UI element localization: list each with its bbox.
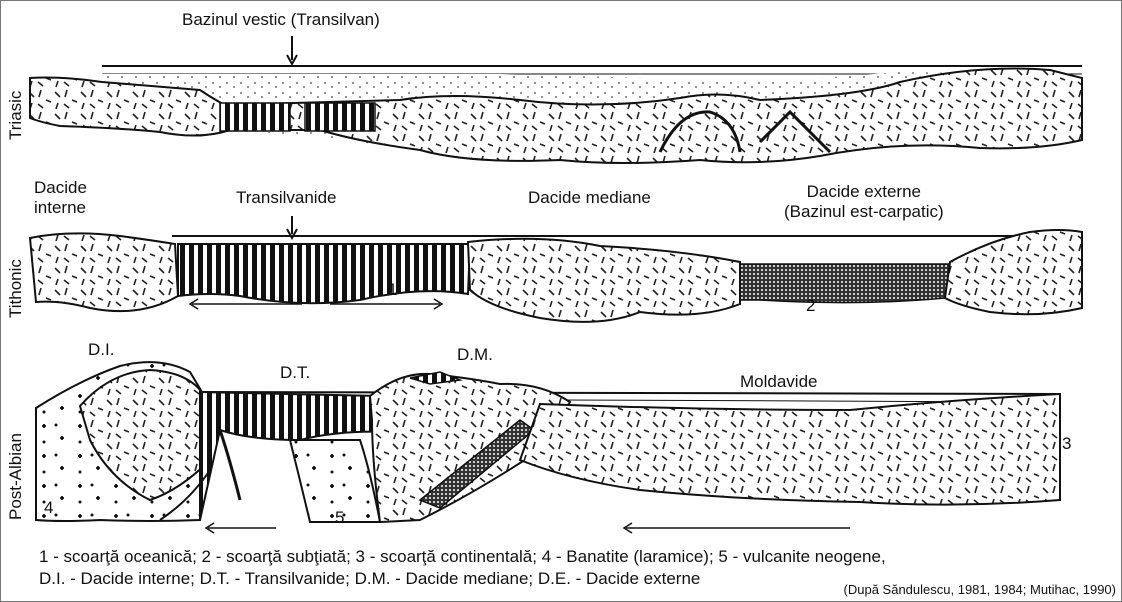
label-dt: D.T. [280, 363, 310, 383]
period-label-triasic: Triasic [6, 91, 26, 140]
period-label-tithonic: Tithonic [6, 259, 26, 318]
legend-line-1: 1 - scoarţă oceanică; 2 - scoarţă subţia… [39, 547, 886, 567]
triasic-section [30, 36, 1082, 163]
post-albian-section [36, 362, 1060, 533]
label-dacide-externe: Dacide externe (Bazinul est-carpatic) [784, 182, 944, 222]
label-di: D.I. [88, 340, 114, 360]
legend-line-2: D.I. - Dacide interne; D.T. - Transilvan… [39, 569, 700, 589]
label-transilvanide: Transilvanide [236, 188, 336, 208]
label-dm: D.M. [457, 345, 493, 365]
label-dacide-interne: Dacide interne [34, 178, 87, 218]
marker-3: 3 [1062, 434, 1071, 454]
label-moldavide: Moldavide [740, 372, 818, 392]
label-bazinul-vestic: Bazinul vestic (Transilvan) [182, 10, 380, 30]
source-credit: (După Săndulescu, 1981, 1984; Mutihac, 1… [844, 582, 1116, 597]
label-dacide-mediane: Dacide mediane [528, 188, 651, 208]
marker-5: 5 [335, 508, 344, 528]
period-label-post-albian: Post-Albian [6, 433, 26, 520]
marker-2: 2 [806, 296, 815, 316]
marker-1: 1 [388, 280, 397, 300]
marker-4: 4 [44, 498, 53, 518]
tithonic-section [30, 216, 1082, 322]
